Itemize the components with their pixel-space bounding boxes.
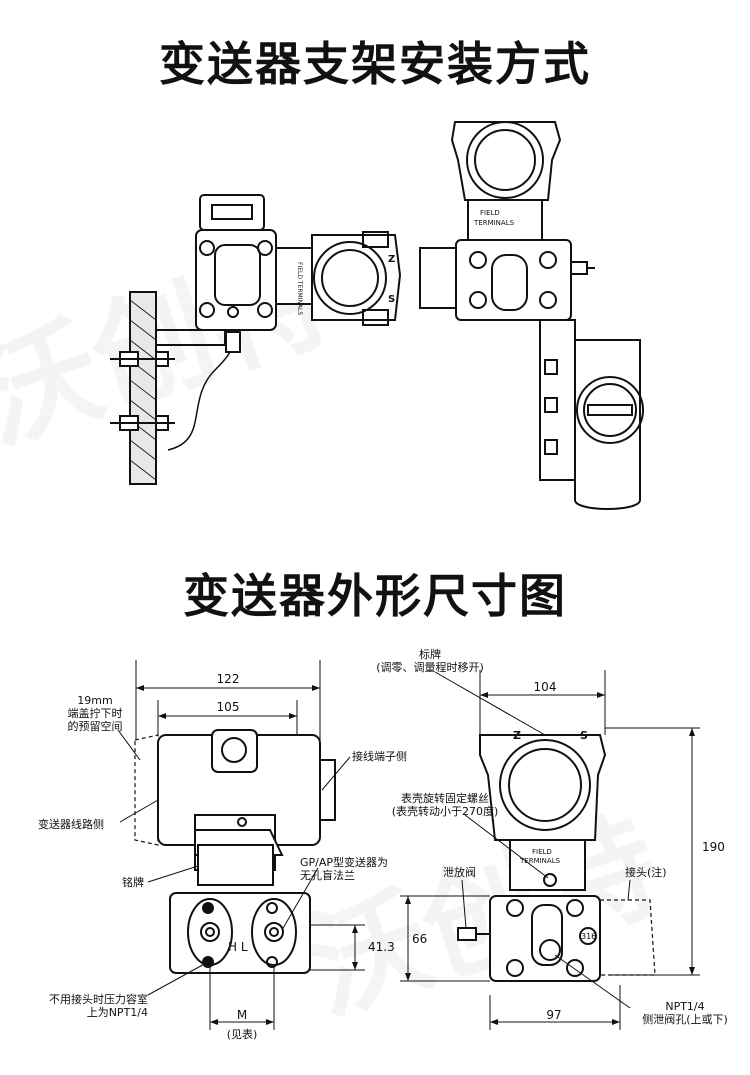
field-label-bottom: FIELD [532, 848, 552, 856]
terminals-text-right: TERMINALS [473, 219, 515, 227]
z-mark-left: Z [388, 254, 395, 265]
field-terminals-text-left: FIELD TERMINALS [296, 262, 303, 315]
dim-m: M [236, 1008, 248, 1022]
hl-label: H L [228, 940, 248, 954]
nameplate-label: 铭牌 [122, 876, 144, 889]
note-19mm-line1: 19mm [77, 694, 113, 707]
side-vent-line2: 侧泄阀孔(上或下) [642, 1013, 728, 1026]
no-connector-line2: 上为NPT1/4 [86, 1006, 148, 1019]
mounting-title: 变送器支架安装方式 [159, 37, 591, 91]
dim-122: 122 [216, 672, 240, 686]
side-vent-note: NPT1/4 侧泄阀孔(上或下) [630, 1000, 740, 1026]
s-mark-left: S [388, 294, 395, 305]
housing-screw-line1: 表壳旋转固定螺丝 [401, 792, 489, 805]
side-vent-line1: NPT1/4 [665, 1000, 705, 1013]
dim-190: 190 [702, 840, 725, 854]
gp-ap-note: GP/AP型变送器为 无孔盲法兰 [300, 856, 388, 882]
no-connector-note: 不用接头时压力容室 上为NPT1/4 [30, 993, 148, 1019]
dim-104: 104 [533, 680, 557, 694]
tag-note: 标牌 (调零、调量程时移开) [360, 648, 500, 674]
dim-97: 97 [546, 1008, 562, 1022]
housing-screw-line2: (表壳转动小于270度) [391, 805, 499, 818]
terminal-side-label: 接线端子侧 [352, 750, 407, 763]
connector-label: 接头(注) [625, 866, 667, 879]
tag-line2: (调零、调量程时移开) [376, 661, 484, 674]
gp-ap-line2: 无孔盲法兰 [300, 869, 355, 882]
no-connector-line1: 不用接头时压力容室 [49, 993, 148, 1006]
note-19mm-line3: 的预留空间 [67, 720, 123, 733]
dim-66: 66 [412, 932, 428, 946]
note-19mm: 19mm 端盖拧下时 的预留空间 [55, 694, 135, 733]
wall-plate [129, 291, 157, 485]
tag-line1: 标牌 [419, 648, 441, 661]
s-mark-bottom: S [580, 729, 588, 742]
dim-m-note: (见表) [226, 1028, 258, 1041]
vent-valve-label: 泄放阀 [443, 866, 476, 879]
dim-41-3: 41.3 [368, 940, 395, 954]
dimensions-title: 变送器外形尺寸图 [183, 569, 567, 623]
gp-ap-line1: GP/AP型变送器为 [300, 856, 389, 869]
housing-screw-note: 表壳旋转固定螺丝 (表壳转动小于270度) [385, 792, 505, 818]
circuit-side-label: 变送器线路侧 [38, 818, 104, 831]
field-text-right: FIELD [480, 209, 500, 217]
mounting-bracket [156, 329, 226, 346]
z-mark-bottom: Z [513, 729, 521, 742]
dim-105: 105 [216, 700, 240, 714]
note-19mm-line2: 端盖拧下时 [67, 707, 123, 720]
code-316: 316 [581, 932, 597, 941]
terminals-label-bottom: TERMINALS [520, 857, 561, 865]
